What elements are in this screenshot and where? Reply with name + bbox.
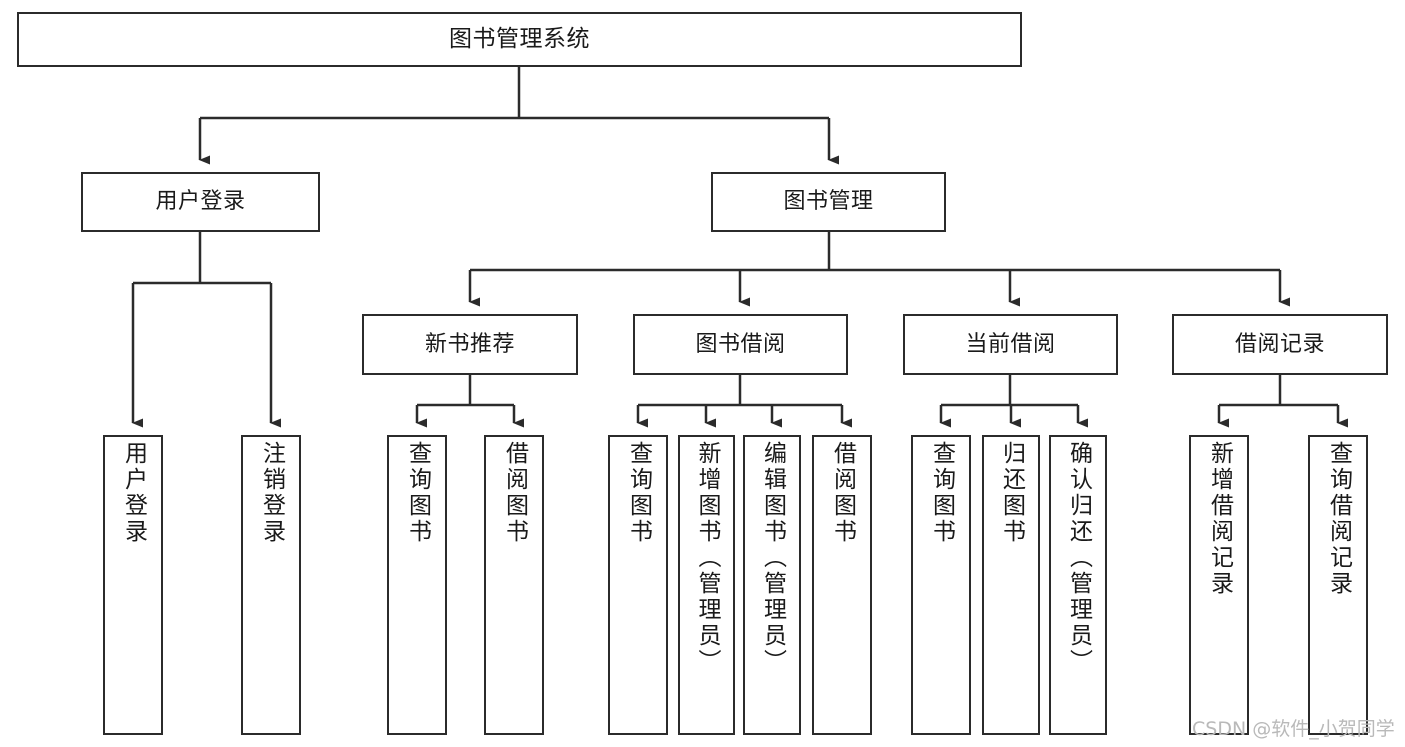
node-book-borrow[interactable]: 图书借阅 xyxy=(633,314,848,375)
leaf-return-book-label: 归还图书 xyxy=(998,441,1025,545)
leaf-query-book-bb-label: 查询图书 xyxy=(625,441,652,545)
leaf-edit-book-admin[interactable]: 编辑图书（管理员） xyxy=(743,435,801,735)
leaf-query-borrow-record[interactable]: 查询借阅记录 xyxy=(1308,435,1368,735)
csdn-watermark: CSDN @软件_小贺同学 xyxy=(1192,718,1395,740)
node-book-management[interactable]: 图书管理 xyxy=(711,172,946,232)
leaf-borrow-book-bb[interactable]: 借阅图书 xyxy=(812,435,872,735)
leaf-query-book-cb[interactable]: 查询图书 xyxy=(911,435,971,735)
leaf-query-book-cb-label: 查询图书 xyxy=(928,441,955,545)
leaf-query-book-bb[interactable]: 查询图书 xyxy=(608,435,668,735)
node-current-borrow-label: 当前借阅 xyxy=(965,331,1056,357)
leaf-add-book-admin-label: 新增图书（管理员） xyxy=(694,441,720,675)
leaf-add-borrow-record-label: 新增借阅记录 xyxy=(1206,441,1233,597)
leaf-logout-label: 注销登录 xyxy=(258,441,285,545)
leaf-return-book[interactable]: 归还图书 xyxy=(982,435,1040,735)
leaf-confirm-return-admin-label: 确认归还（管理员） xyxy=(1065,441,1092,675)
node-new-book-recommend-label: 新书推荐 xyxy=(424,331,515,357)
leaf-borrow-book-bb-label: 借阅图书 xyxy=(829,441,856,545)
leaf-query-book-nbr-label: 查询图书 xyxy=(404,441,431,545)
leaf-borrow-book-nbr-label: 借阅图书 xyxy=(501,441,528,545)
node-book-borrow-label: 图书借阅 xyxy=(695,331,786,357)
leaf-confirm-return-admin[interactable]: 确认归还（管理员） xyxy=(1049,435,1107,735)
leaf-query-borrow-record-label: 查询借阅记录 xyxy=(1325,441,1352,597)
node-user-login-label: 用户登录 xyxy=(155,189,246,215)
leaf-edit-book-admin-label: 编辑图书（管理员） xyxy=(759,441,786,675)
leaf-query-book-nbr[interactable]: 查询图书 xyxy=(387,435,447,735)
node-new-book-recommend[interactable]: 新书推荐 xyxy=(362,314,578,375)
leaf-borrow-book-nbr[interactable]: 借阅图书 xyxy=(484,435,544,735)
node-root-system-label: 图书管理系统 xyxy=(449,25,590,52)
node-borrow-record[interactable]: 借阅记录 xyxy=(1172,314,1388,375)
leaf-user-login-label: 用户登录 xyxy=(120,441,147,545)
node-book-management-label: 图书管理 xyxy=(783,189,874,215)
leaf-logout[interactable]: 注销登录 xyxy=(241,435,301,735)
node-user-login[interactable]: 用户登录 xyxy=(81,172,320,232)
leaf-add-book-admin[interactable]: 新增图书（管理员） xyxy=(678,435,735,735)
leaf-add-borrow-record[interactable]: 新增借阅记录 xyxy=(1189,435,1249,735)
leaf-user-login[interactable]: 用户登录 xyxy=(103,435,163,735)
node-borrow-record-label: 借阅记录 xyxy=(1234,331,1325,357)
node-current-borrow[interactable]: 当前借阅 xyxy=(903,314,1118,375)
node-root-system[interactable]: 图书管理系统 xyxy=(17,12,1022,67)
